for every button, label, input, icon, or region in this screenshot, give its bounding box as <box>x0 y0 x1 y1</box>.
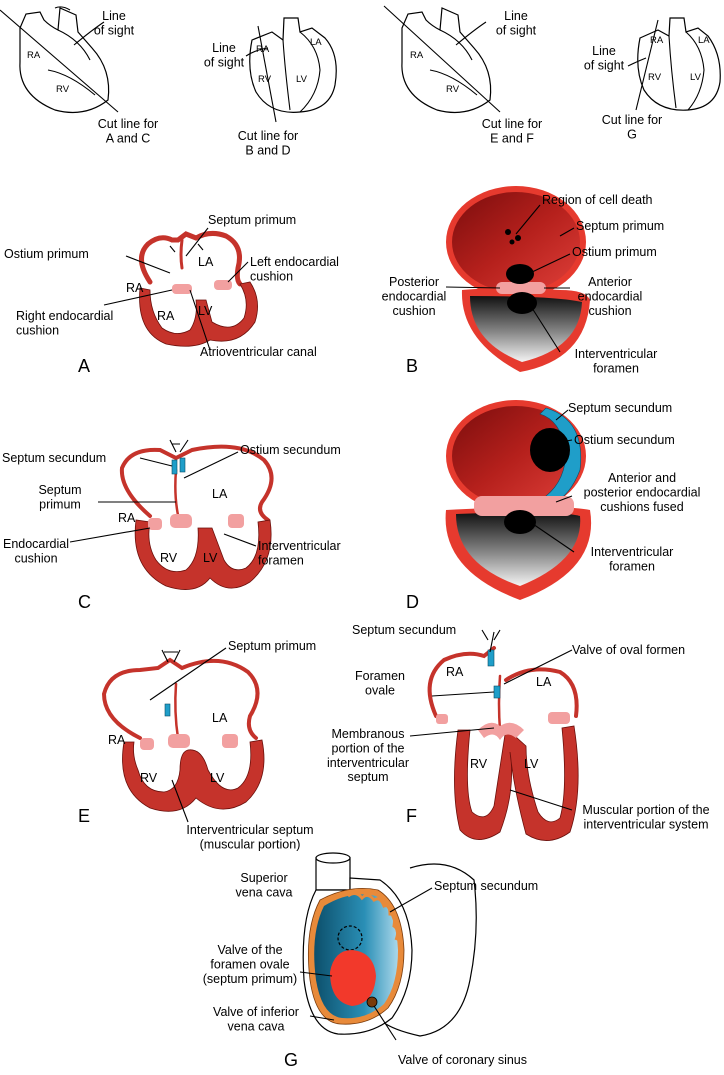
panel-e-letter: E <box>78 806 90 826</box>
panel-c-lv: LV <box>203 551 218 565</box>
panel-d-letter: D <box>406 592 419 612</box>
panel-a-septum-primum-label: Septum primum <box>208 213 296 227</box>
panel-b: Region of cell death Septum primum Ostiu… <box>382 186 664 376</box>
panel-a-right-cushion <box>172 284 192 294</box>
panel-a: RA LA RA LV Septum primum Ostium primum … <box>4 213 339 376</box>
panel-f-rv: RV <box>470 757 488 771</box>
panel-c-rv: RV <box>160 551 178 565</box>
panel-b-letter: B <box>406 356 418 376</box>
panel-a-ra-top: RA <box>126 281 144 295</box>
view2-ra-label: RA <box>256 44 270 55</box>
panel-b-septum-primum-label: Septum primum <box>576 219 664 233</box>
panel-e-iv-septum-label: Interventricular septum(muscular portion… <box>186 823 313 851</box>
panel-a-lv: LV <box>198 304 213 318</box>
panel-c-septum-secundum-label: Septum secundum <box>2 451 106 465</box>
panel-e-septum-primum-label: Septum primum <box>228 639 316 653</box>
panel-a-letter: A <box>78 356 90 376</box>
view2-la-label: LA <box>310 37 322 48</box>
panel-a-av-canal-label: Atrioventricular canal <box>200 345 317 359</box>
panel-d: Septum secundum Ostium secundum Anterior… <box>406 400 700 612</box>
panel-e-ra: RA <box>108 733 126 747</box>
panel-c-la: LA <box>212 487 228 501</box>
view4-ra-label: RA <box>650 35 664 46</box>
panel-b-cell-death-label: Region of cell death <box>542 193 653 207</box>
panel-b-ostium-primum-label: Ostium primum <box>572 245 657 259</box>
panel-a-left-cushion <box>214 280 232 290</box>
view1-ra-label: RA <box>27 50 41 61</box>
view4-la-label: LA <box>698 35 710 46</box>
panel-d-septum-secundum-label: Septum secundum <box>568 401 672 415</box>
panel-e-rv: RV <box>140 771 158 785</box>
panel-f-letter: F <box>406 806 417 826</box>
panel-f: RA LA RV LV Septum secundum Valve of ova… <box>327 623 710 841</box>
panel-e-la: LA <box>212 711 228 725</box>
panel-a-ostium-primum-label: Ostium primum <box>4 247 89 261</box>
view2-rv-label: RV <box>258 74 272 85</box>
panel-a-ra-bottom: RA <box>157 309 175 323</box>
panel-g-valve-cs-label: Valve of coronary sinus <box>398 1053 527 1067</box>
view1-rv-label: RV <box>56 84 70 95</box>
view3-rv-label: RV <box>446 84 460 95</box>
panel-d-ostium-secundum-label: Ostium secundum <box>574 433 675 447</box>
view4-lv-label: LV <box>690 72 702 83</box>
panel-e-lv: LV <box>210 771 225 785</box>
panel-c-letter: C <box>78 592 91 612</box>
panel-f-la: LA <box>536 675 552 689</box>
panel-e: RA LA RV LV Septum primum Interventricul… <box>78 639 316 851</box>
panel-g-septum-secundum-label: Septum secundum <box>434 879 538 893</box>
panel-f-lv: LV <box>524 757 539 771</box>
panel-f-valve-oval-label: Valve of oval formen <box>572 643 685 657</box>
view2-lv-label: LV <box>296 74 308 85</box>
panel-c-ra: RA <box>118 511 136 525</box>
view4-rv-label: RV <box>648 72 662 83</box>
view3-ra-label: RA <box>410 50 424 61</box>
panel-g-letter: G <box>284 1050 298 1070</box>
panel-c: RA LA RV LV Septum secundum Ostium secun… <box>2 439 341 612</box>
panel-c-ostium-secundum-label: Ostium secundum <box>240 443 341 457</box>
panel-a-la: LA <box>198 255 214 269</box>
panel-f-septum-secundum-label: Septum secundum <box>352 623 456 637</box>
panel-f-ra: RA <box>446 665 464 679</box>
